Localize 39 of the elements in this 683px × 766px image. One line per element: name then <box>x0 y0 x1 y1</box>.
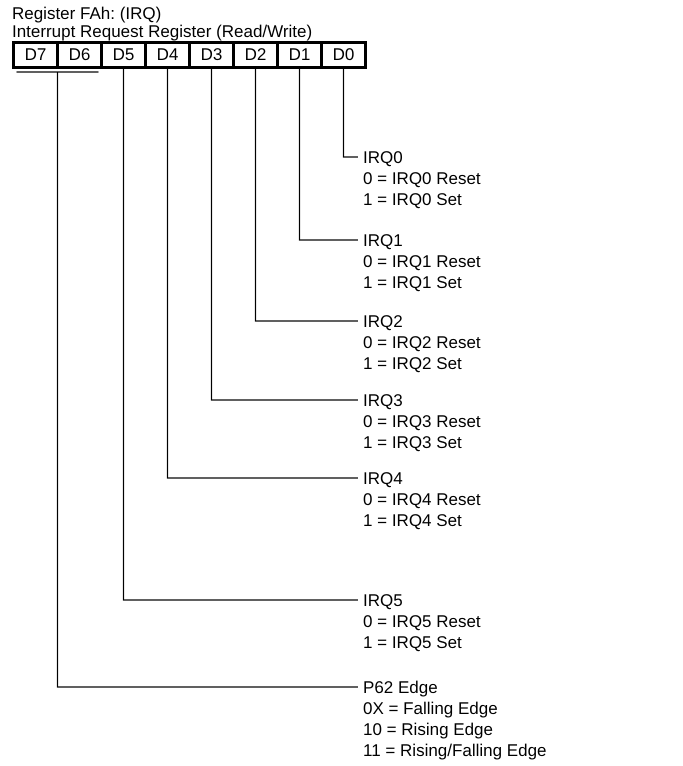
bit-name: P62 Edge <box>363 677 439 698</box>
register-description: Interrupt Request Register (Read/Write) <box>12 22 312 41</box>
bit-name: IRQ3 <box>363 390 404 411</box>
bit-name: IRQ4 <box>363 468 404 489</box>
bit-cell: D4 <box>144 41 191 69</box>
bit-cell: D6 <box>56 41 103 69</box>
bit-value: 0 = IRQ1 Reset <box>363 251 481 272</box>
bit-value: 0 = IRQ0 Reset <box>363 168 481 189</box>
connector-line <box>56 72 358 688</box>
connector-line <box>166 69 358 479</box>
connector-line <box>210 69 358 401</box>
bit-name: IRQ5 <box>363 590 404 611</box>
bit-value: 0X = Falling Edge <box>363 698 499 719</box>
bit-value: 1 = IRQ1 Set <box>363 272 463 293</box>
bit-cell: D2 <box>232 41 279 69</box>
bit-value: 0 = IRQ4 Reset <box>363 489 481 510</box>
connector-line <box>342 69 358 158</box>
bit-value: 0 = IRQ2 Reset <box>363 332 481 353</box>
bit-cell: D1 <box>276 41 323 69</box>
bit-cell: D0 <box>320 41 367 69</box>
connector-line <box>122 69 358 601</box>
connector-line <box>254 69 358 322</box>
bit-value: 0 = IRQ5 Reset <box>363 611 481 632</box>
bit-value: 1 = IRQ5 Set <box>363 632 463 653</box>
bit-value: 1 = IRQ0 Set <box>363 189 463 210</box>
bit-value: 1 = IRQ3 Set <box>363 432 463 453</box>
connector-line <box>298 69 358 241</box>
bit-name: IRQ2 <box>363 311 404 332</box>
bit-value: 0 = IRQ3 Reset <box>363 411 481 432</box>
bit-value: 11 = Rising/Falling Edge <box>363 740 546 761</box>
bit-name: IRQ0 <box>363 147 404 168</box>
bit-cell: D3 <box>188 41 235 69</box>
bit-cell: D5 <box>100 41 147 69</box>
bit-cell: D7 <box>12 41 59 69</box>
register-title: Register FAh: (IRQ) <box>12 4 162 23</box>
bit-value: 1 = IRQ2 Set <box>363 353 463 374</box>
bit-value: 1 = IRQ4 Set <box>363 510 463 531</box>
bit-name: IRQ1 <box>363 230 404 251</box>
bit-value: 10 = Rising Edge <box>363 719 494 740</box>
